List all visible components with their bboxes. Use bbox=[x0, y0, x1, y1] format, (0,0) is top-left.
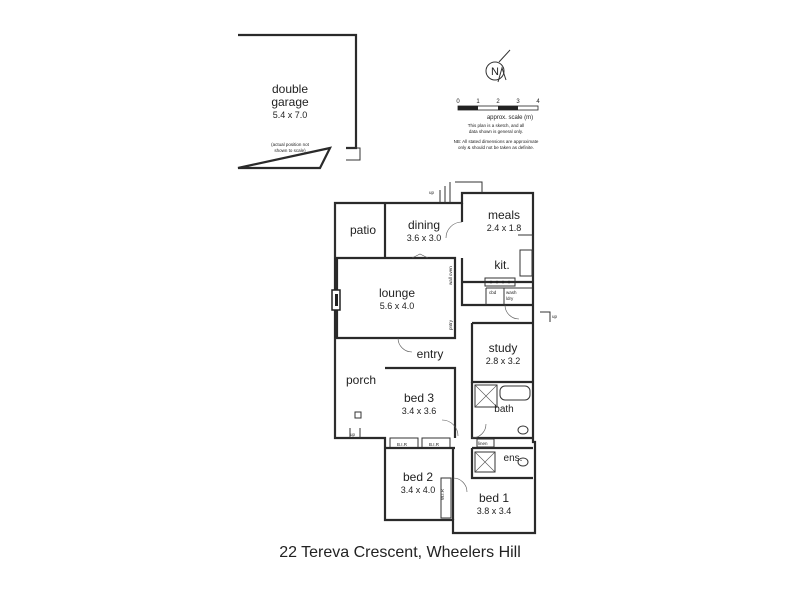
meals-name: meals bbox=[488, 208, 520, 222]
compass-ring-icon bbox=[485, 61, 505, 81]
wir-label: W.I.R bbox=[440, 488, 445, 500]
ensuite-shower-icon bbox=[474, 451, 496, 473]
scale-tick-3: 3 bbox=[516, 99, 520, 105]
scale-note-line1: This plan is a sketch, and all bbox=[468, 123, 525, 128]
steps-and-doors: up up up bbox=[349, 181, 558, 493]
scale-note-line2: data shown is general only. bbox=[469, 129, 523, 134]
garage: double garage 5.4 x 7.0 (actual position… bbox=[237, 33, 361, 170]
garage-door bbox=[346, 147, 361, 161]
scale-tick-1: 1 bbox=[476, 99, 480, 105]
entry-name: entry bbox=[417, 347, 444, 361]
entry-door-swing bbox=[397, 337, 413, 353]
bed2-name: bed 2 bbox=[403, 470, 433, 484]
lounge-double-door bbox=[411, 253, 429, 259]
garage-note-line1: (actual position not bbox=[271, 142, 310, 147]
bed3-name: bed 3 bbox=[404, 391, 434, 405]
bed2-dim: 3.4 x 4.0 bbox=[401, 485, 436, 495]
bed3-dim: 3.4 x 3.6 bbox=[402, 406, 437, 416]
garage-name-line1: double bbox=[272, 82, 308, 96]
ensuite-toilet-icon bbox=[517, 457, 529, 467]
scale-tick-4: 4 bbox=[536, 99, 540, 105]
wash-label: wash bbox=[506, 290, 517, 295]
scale-note-line3: NB: All stated dimensions are approximat… bbox=[454, 139, 539, 144]
property-address: 22 Tereva Crescent, Wheelers Hill bbox=[279, 544, 521, 561]
pantry-label: pntry bbox=[448, 319, 453, 330]
front-up-label: up bbox=[350, 432, 356, 437]
bath-name: bath bbox=[494, 404, 513, 415]
garage-note-line2: shown to scale) bbox=[274, 148, 306, 153]
study-dim: 2.8 x 3.2 bbox=[486, 356, 521, 366]
study-name: study bbox=[489, 341, 518, 355]
ens-name: ens. bbox=[504, 453, 523, 464]
bir-label-bed2: B.I.R bbox=[429, 442, 440, 447]
study-door-swing bbox=[504, 304, 520, 320]
porch-name: porch bbox=[346, 373, 376, 387]
dining-door-swing bbox=[445, 221, 463, 239]
room-labels: patio dining 3.6 x 3.0 meals 2.4 x 1.8 k… bbox=[346, 208, 522, 516]
rear-up-label: up bbox=[429, 190, 435, 195]
lounge-dim: 5.6 x 4.0 bbox=[380, 301, 415, 311]
shower-icon bbox=[474, 384, 498, 408]
compass-north-arrow-icon bbox=[498, 49, 511, 63]
bed1-name: bed 1 bbox=[479, 491, 509, 505]
ldry-label: ldry bbox=[506, 296, 514, 301]
compass: N bbox=[485, 49, 511, 83]
rear-steps bbox=[439, 181, 483, 203]
garage-name-line2: garage bbox=[271, 95, 309, 109]
cooktop-icon bbox=[484, 277, 516, 287]
bed3-door-swing bbox=[441, 419, 459, 437]
garage-dim: 5.4 x 7.0 bbox=[273, 110, 308, 120]
dining-name: dining bbox=[408, 218, 440, 232]
lounge-name: lounge bbox=[379, 286, 415, 300]
scale-tick-0: 0 bbox=[456, 99, 460, 105]
bathtub-icon bbox=[499, 385, 531, 401]
cbd-label: cbd bbox=[489, 290, 497, 295]
fixture-labels: B.I.R B.I.R linen W.I.R wash cbd ldry wa… bbox=[397, 266, 517, 500]
bath-door-swing bbox=[471, 423, 487, 439]
scale-tick-2: 2 bbox=[496, 99, 500, 105]
compass-letter: N bbox=[491, 66, 499, 78]
kitchen-name: kit. bbox=[494, 258, 509, 272]
dining-dim: 3.6 x 3.0 bbox=[407, 233, 442, 243]
front-steps bbox=[349, 428, 361, 438]
linen-label: linen bbox=[478, 441, 488, 446]
side-steps bbox=[540, 311, 551, 322]
kitchen-sink-icon bbox=[519, 249, 533, 277]
house-walls bbox=[331, 191, 537, 535]
bir-label-bed3: B.I.R bbox=[397, 442, 408, 447]
side-up-label: up bbox=[552, 314, 558, 319]
patio-name: patio bbox=[350, 223, 376, 237]
bed1-door-swing bbox=[452, 477, 468, 493]
scale-note-line4: only & should not be taken as definite. bbox=[458, 145, 534, 150]
wall-oven-label: wall oven bbox=[448, 266, 453, 285]
meals-dim: 2.4 x 1.8 bbox=[487, 223, 522, 233]
bed1-dim: 3.8 x 3.4 bbox=[477, 506, 512, 516]
scale-bar: 0 1 2 3 4 approx. scale (m) This plan is… bbox=[454, 99, 541, 150]
toilet-icon bbox=[517, 425, 529, 435]
scale-label: approx. scale (m) bbox=[487, 115, 533, 121]
